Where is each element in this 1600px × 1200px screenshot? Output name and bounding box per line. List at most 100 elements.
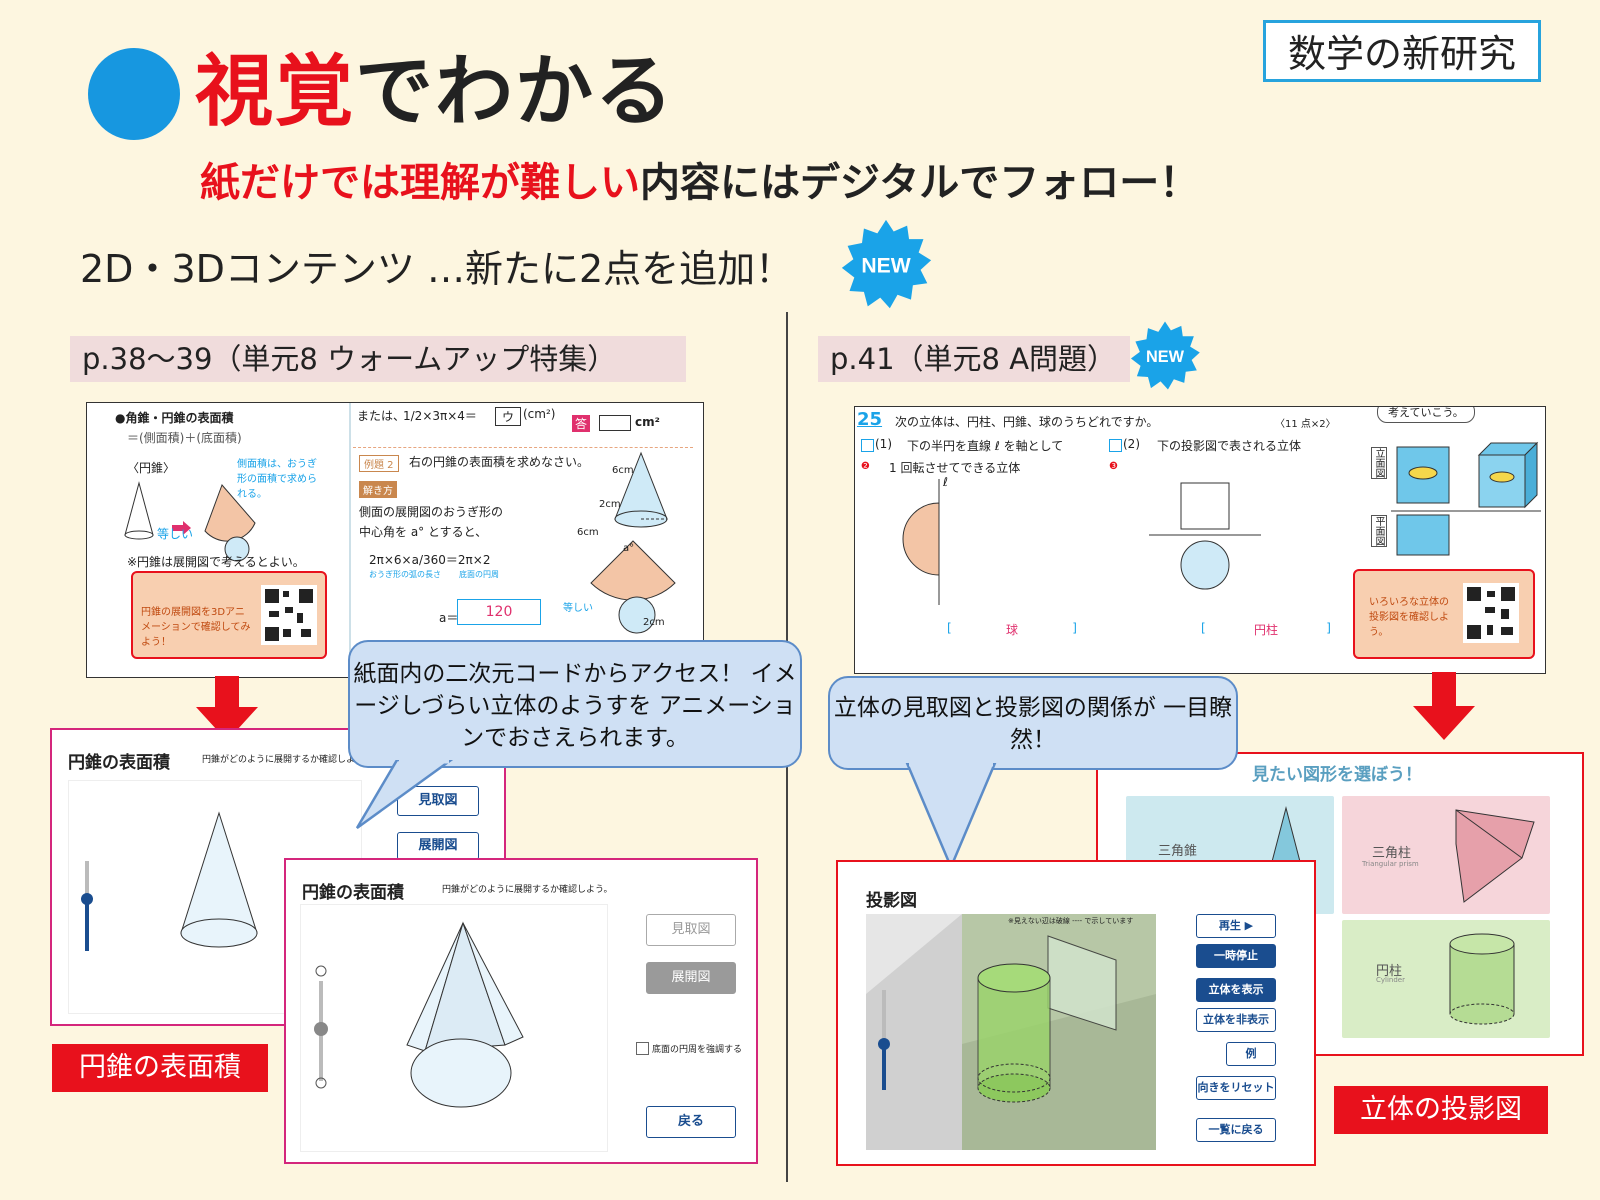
cube-character-illustration (1391, 441, 1541, 556)
right-qr-code-icon (1463, 583, 1519, 643)
new-badge-small-text: NEW (1146, 348, 1185, 366)
calc2: 2π×6×a/360＝2π×2 (369, 553, 491, 567)
textbook-page-left: ●角錐・円錐の表面積 ＝(側面積)＋(底面積) 〈円錐〉 側面積は、おうぎ形の面… (86, 402, 704, 678)
back-panel-title: 円錐の表面積 (68, 753, 170, 773)
example-tag: 例題 2 (359, 455, 399, 472)
new-badge-icon: NEW (841, 219, 932, 309)
book-formula: ＝(側面積)＋(底面積) (127, 431, 242, 445)
book-dashed-rule (353, 447, 693, 449)
reset-orientation-button[interactable]: 向きをリセット (1196, 1076, 1276, 1100)
brand-box: 数学の新研究 (1263, 20, 1541, 82)
example-text: 右の円錐の表面積を求めなさい。 (409, 455, 590, 469)
qr-code-icon (261, 585, 317, 645)
book-heading: ●角錐・円錐の表面積 (115, 411, 234, 425)
projection-3d-model (866, 914, 1156, 1150)
problem-question: 次の立体は、円柱、円錐、球のうちどれですか。 (895, 415, 1159, 429)
cone-net-illustration (124, 481, 256, 562)
right-arrow-down-icon (1413, 706, 1475, 740)
left-arrow-shaft (215, 676, 239, 710)
equal-label: 等しい (157, 527, 194, 541)
answer-blank (599, 415, 631, 431)
left-red-label: 円錐の表面積 (52, 1044, 268, 1092)
mitori-button[interactable]: 見取図 (646, 914, 736, 946)
book-calc1: 1/2×3π×4＝ (403, 409, 477, 423)
left-arrow-down-icon (196, 707, 258, 741)
answer-label: 答 (572, 415, 591, 432)
book-mata: または、 (357, 409, 406, 423)
projection-figure (1149, 482, 1261, 590)
contents-line: 2D・3Dコンテンツ …新たに2点を追加！ (80, 247, 794, 291)
kaikata-tag: 解き方 (359, 481, 397, 498)
left-section-label: p.38～39（単元8 ウォームアップ特集） (70, 336, 686, 382)
book-note: ※円錐は展開図で考えるとよい。 (127, 555, 305, 569)
right-section-label: p.41（単元8 A問題） (818, 336, 1130, 382)
answer-a-label: a＝ (439, 611, 459, 625)
pause-button[interactable]: 一時停止 (1196, 944, 1276, 968)
emphasize-checkbox[interactable] (636, 1042, 649, 1055)
q1-number: (1) (875, 437, 892, 451)
back-tenkai-button[interactable]: 展開図 (397, 832, 479, 860)
projection-3d-canvas[interactable]: ※見えない辺は破線 ---- で示しています (866, 914, 1156, 1150)
title-bullet-icon (88, 48, 180, 140)
projection-app-panel: 投影図 ※見えない辺は破線 ---- で示しています 再生 ▶ 一時停止 立体を… (836, 860, 1316, 1166)
problem-points: 〈11 点×2〉 (1275, 419, 1336, 430)
card-label-en-2: Triangular prism (1362, 860, 1419, 868)
right-callout: 立体の見取図と投影図の関係が 一目瞭然！ (828, 676, 1238, 770)
front-panel-title: 円錐の表面積 (302, 883, 404, 903)
card-label-jp: 三角錐 (1158, 844, 1198, 859)
show-solid-button[interactable]: 立体を表示 (1196, 978, 1276, 1002)
q1-text: 下の半円を直線 ℓ を軸として (907, 439, 1064, 453)
back-button[interactable]: 戻る (646, 1106, 736, 1138)
textbook-page-right: 25 次の立体は、円柱、円錐、球のうちどれですか。 〈11 点×2〉 (1) 下… (854, 406, 1546, 674)
ref-2: ❷ (861, 461, 870, 472)
page-title: 視覚でわかる (195, 47, 676, 137)
q2-text: 下の投影図で表される立体 (1157, 439, 1302, 453)
hide-solid-button[interactable]: 立体を非表示 (1196, 1008, 1276, 1032)
axis-l-label: ℓ (943, 475, 948, 489)
answer-1-bracket: [球] (947, 621, 1077, 637)
right-qr-callout-box: いろいろな立体の投影図を確認しよう。 (1353, 569, 1535, 659)
cone-net-3d-model (314, 921, 524, 1108)
back-panel-note: 円錐がどのように展開するか確認しよう。 (202, 755, 373, 765)
front-3d-canvas[interactable] (300, 904, 608, 1152)
arc-label: おうぎ形の弧の長さ (369, 570, 441, 579)
back-to-list-button[interactable]: 一覧に戻る (1196, 1118, 1276, 1142)
character-bubble: 考えていこう。 (1377, 407, 1475, 423)
dim-2cm-net: 2cm (643, 617, 665, 628)
shape-card-cylinder[interactable]: 円柱 Cylinder (1342, 920, 1550, 1038)
prism-icon (1455, 809, 1535, 903)
left-callout-tail (355, 760, 454, 830)
tenkai-button[interactable]: 展開図 (646, 962, 736, 994)
q2-number: (2) (1123, 437, 1140, 451)
play-button[interactable]: 再生 ▶ (1196, 914, 1276, 938)
cone-tag: 〈円錐〉 (127, 461, 176, 475)
dim-6cm-net: 6cm (577, 527, 599, 538)
blank-u: ウ (495, 407, 522, 426)
card-label-jp-4: 円柱 (1376, 964, 1403, 979)
projection-title: 投影図 (866, 891, 917, 911)
book-unit: (cm²) (523, 407, 556, 421)
cone-3d-model (81, 811, 258, 951)
q1-checkbox[interactable] (861, 439, 874, 452)
problem-number: 25 (857, 409, 883, 430)
answer-2-bracket: [円柱] (1201, 621, 1331, 637)
semicircle-figure (902, 479, 940, 605)
back-mitori-button[interactable]: 見取図 (397, 786, 479, 816)
qr-note-text: 円錐の展開図を3Dアニメーションで確認してみよう！ (141, 607, 251, 648)
answer-value: 120 (457, 599, 541, 625)
new-badge-text: NEW (861, 255, 910, 278)
q1-text-b: 1 回転させてできる立体 (889, 461, 1021, 475)
shape-card-triangular-prism[interactable]: 三角柱 Triangular prism (1342, 796, 1550, 914)
q2-checkbox[interactable] (1109, 439, 1122, 452)
left-callout: 紙面内の二次元コードからアクセス！ イメージしづらい立体のようすを アニメーショ… (348, 640, 802, 768)
shape-picker-header: 見たい図形を選ぼう！ (1252, 765, 1422, 785)
page-subtitle: 紙だけでは理解が難しい内容にはデジタルでフォロー！ (200, 160, 1200, 206)
cone-example-illustration (590, 451, 676, 634)
right-arrow-shaft (1432, 672, 1456, 708)
example-button[interactable]: 例 (1226, 1042, 1276, 1066)
explain-line-2: 中心角を a° とすると、 (359, 525, 488, 539)
right-red-label: 立体の投影図 (1334, 1086, 1548, 1134)
circumference-label: 底面の円周 (459, 570, 499, 579)
card-label-en-4: Cylinder (1376, 976, 1405, 984)
dim-a: a° (623, 543, 635, 554)
